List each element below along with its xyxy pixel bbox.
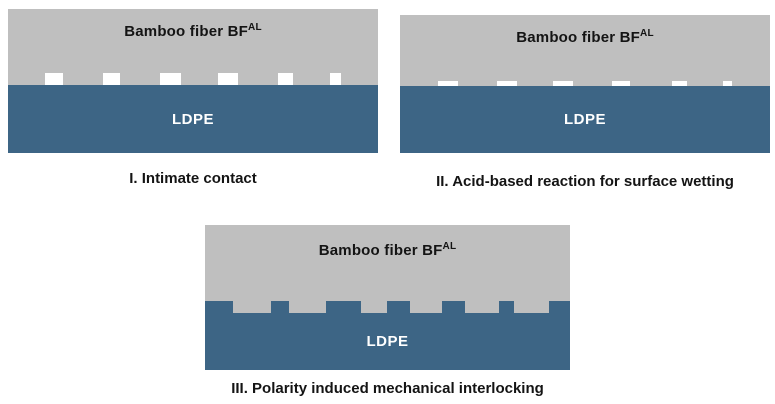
- panel-mechanical-interlocking: Bamboo fiber BFAL LDPE III. Polarity ind…: [205, 225, 570, 404]
- ldpe-block: LDPE: [400, 86, 770, 153]
- ldpe-block: LDPE: [205, 313, 570, 370]
- panel-surface-wetting: Bamboo fiber BFAL LDPE II. Acid-based re…: [400, 15, 770, 210]
- air-gap: [218, 73, 238, 85]
- air-gap: [160, 73, 181, 85]
- ldpe-label: LDPE: [171, 110, 214, 128]
- interface-layer: [205, 225, 570, 404]
- bamboo-fiber-label: Bamboo fiber BFAL: [318, 241, 457, 260]
- panel-intimate-contact: Bamboo fiber BFAL LDPE I. Intimate conta…: [8, 9, 378, 204]
- tooth: [549, 301, 570, 313]
- tooth: [271, 301, 289, 313]
- bamboo-fiber-block: [205, 225, 570, 313]
- tooth: [387, 301, 410, 313]
- bamboo-fiber-block: [400, 15, 770, 86]
- tooth: [442, 301, 465, 313]
- ldpe-label: LDPE: [366, 333, 409, 350]
- tooth: [205, 301, 233, 313]
- air-gap: [278, 73, 293, 85]
- fiber-superscript: AL: [640, 28, 654, 39]
- panel-caption: III. Polarity induced mechanical interlo…: [231, 380, 544, 397]
- panel-caption: I. Intimate contact: [129, 170, 257, 187]
- air-gap: [723, 81, 732, 86]
- air-gap: [438, 81, 458, 86]
- fiber-superscript: AL: [442, 241, 457, 252]
- air-gap: [497, 81, 517, 86]
- tooth: [326, 301, 361, 313]
- panel-caption: II. Acid-based reaction for surface wett…: [436, 173, 734, 190]
- bamboo-fiber-label: Bamboo fiber BFAL: [516, 28, 654, 47]
- bamboo-fiber-block: [8, 9, 378, 85]
- ldpe-label: LDPE: [563, 111, 606, 128]
- interface-layer: [8, 9, 378, 204]
- air-gap: [612, 81, 630, 86]
- tooth: [499, 301, 514, 313]
- air-gap: [103, 73, 120, 85]
- bamboo-fiber-label: Bamboo fiber BFAL: [124, 22, 262, 41]
- air-gap: [330, 73, 341, 85]
- ldpe-block: LDPE: [8, 85, 378, 153]
- air-gap: [672, 81, 687, 86]
- air-gap: [553, 81, 573, 86]
- air-gap: [45, 73, 63, 85]
- fiber-superscript: AL: [248, 22, 262, 33]
